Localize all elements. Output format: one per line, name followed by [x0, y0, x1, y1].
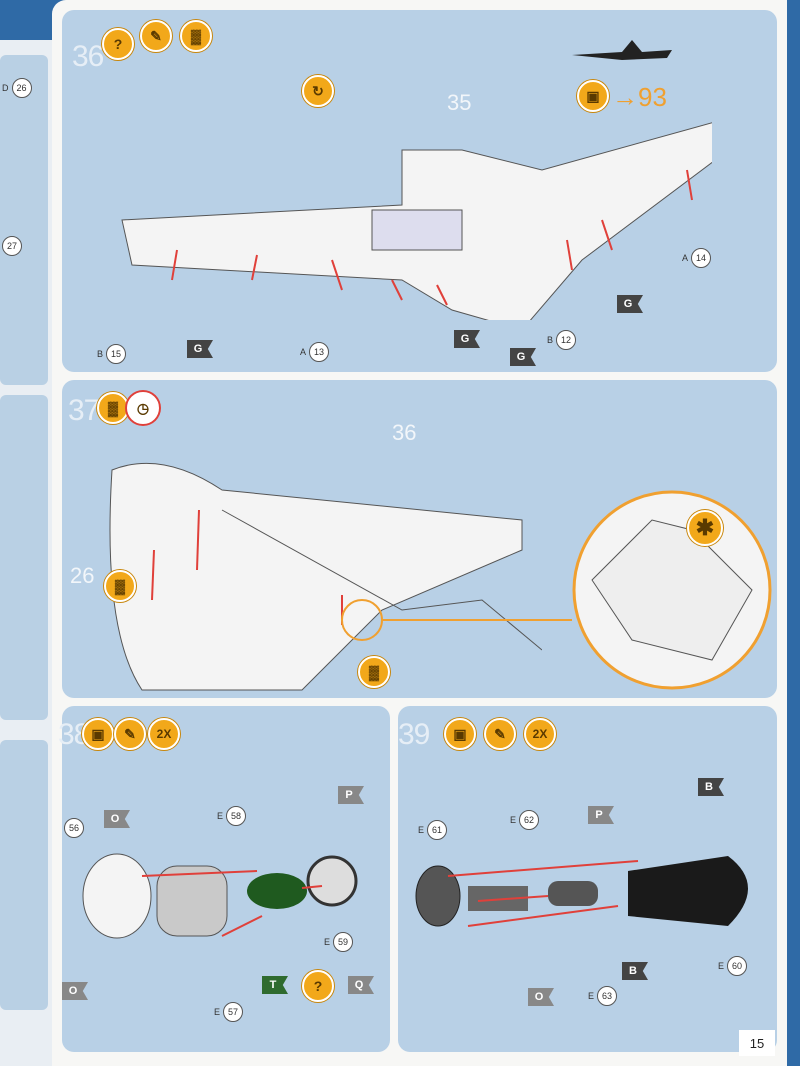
- substitute-arrow: →93: [612, 82, 667, 112]
- paint-flag: T: [262, 976, 288, 994]
- reference-number: 36: [392, 420, 417, 445]
- page-number: 15: [739, 1030, 775, 1056]
- paint-flag: B: [622, 962, 648, 980]
- rotate-icon: ↻: [302, 75, 334, 107]
- step-37-panel: 37 ▓ ◷ 36 26 ▓ ▓ ✱: [62, 380, 777, 698]
- paint-flag: Q: [348, 976, 374, 994]
- clock-icon: ◷: [127, 392, 159, 424]
- glue-icon: ▓: [180, 20, 212, 52]
- paint-flag: G: [454, 330, 480, 348]
- paint-flag: G: [510, 348, 536, 366]
- left-callout-26: D 26: [2, 78, 32, 98]
- reference-number: 35: [447, 90, 472, 115]
- aircraft-silhouette: [572, 40, 672, 60]
- fuselage-drawing: [109, 462, 542, 691]
- part-callout: 56: [64, 818, 84, 838]
- left-panel-2: [0, 395, 48, 720]
- left-panel-1: [0, 55, 48, 385]
- paint-pot-icon: ▣: [82, 718, 114, 750]
- reference-number: 26: [70, 563, 95, 588]
- glue-icon: ▓: [97, 392, 129, 424]
- wing-drawing: [121, 122, 712, 320]
- paint-flag: O: [104, 810, 130, 828]
- brush-icon: ✎: [484, 718, 516, 750]
- mix-question-icon: ?: [302, 970, 334, 1002]
- engine-drawing: [415, 856, 748, 927]
- step-number: 36: [72, 40, 104, 73]
- paint-flag: G: [617, 295, 643, 313]
- paint-flag: P: [588, 806, 614, 824]
- nacelle-drawing: [82, 853, 358, 939]
- left-panel-3: [0, 740, 48, 1010]
- glue-icon: ▓: [358, 656, 390, 688]
- multiplier-badge: 2X: [524, 718, 556, 750]
- paint-flag: O: [62, 982, 88, 1000]
- brush-icon: ✎: [114, 718, 146, 750]
- paint-pot-icon: ▣: [444, 718, 476, 750]
- brush-icon: ✎: [140, 20, 172, 52]
- question-icon: ?: [102, 28, 134, 60]
- multiplier-badge: 2X: [148, 718, 180, 750]
- left-callout-27: 27: [2, 236, 22, 256]
- paint-flag: P: [338, 786, 364, 804]
- asterisk-icon: ✱: [687, 510, 723, 546]
- paint-flag: B: [698, 778, 724, 796]
- detail-callout: [341, 490, 772, 690]
- step-number: 39: [398, 718, 430, 751]
- paint-flag: G: [187, 340, 213, 358]
- paint-pot-icon: ▣: [577, 80, 609, 112]
- paint-flag: O: [528, 988, 554, 1006]
- step-number: 37: [68, 394, 100, 427]
- glue-icon: ▓: [104, 570, 136, 602]
